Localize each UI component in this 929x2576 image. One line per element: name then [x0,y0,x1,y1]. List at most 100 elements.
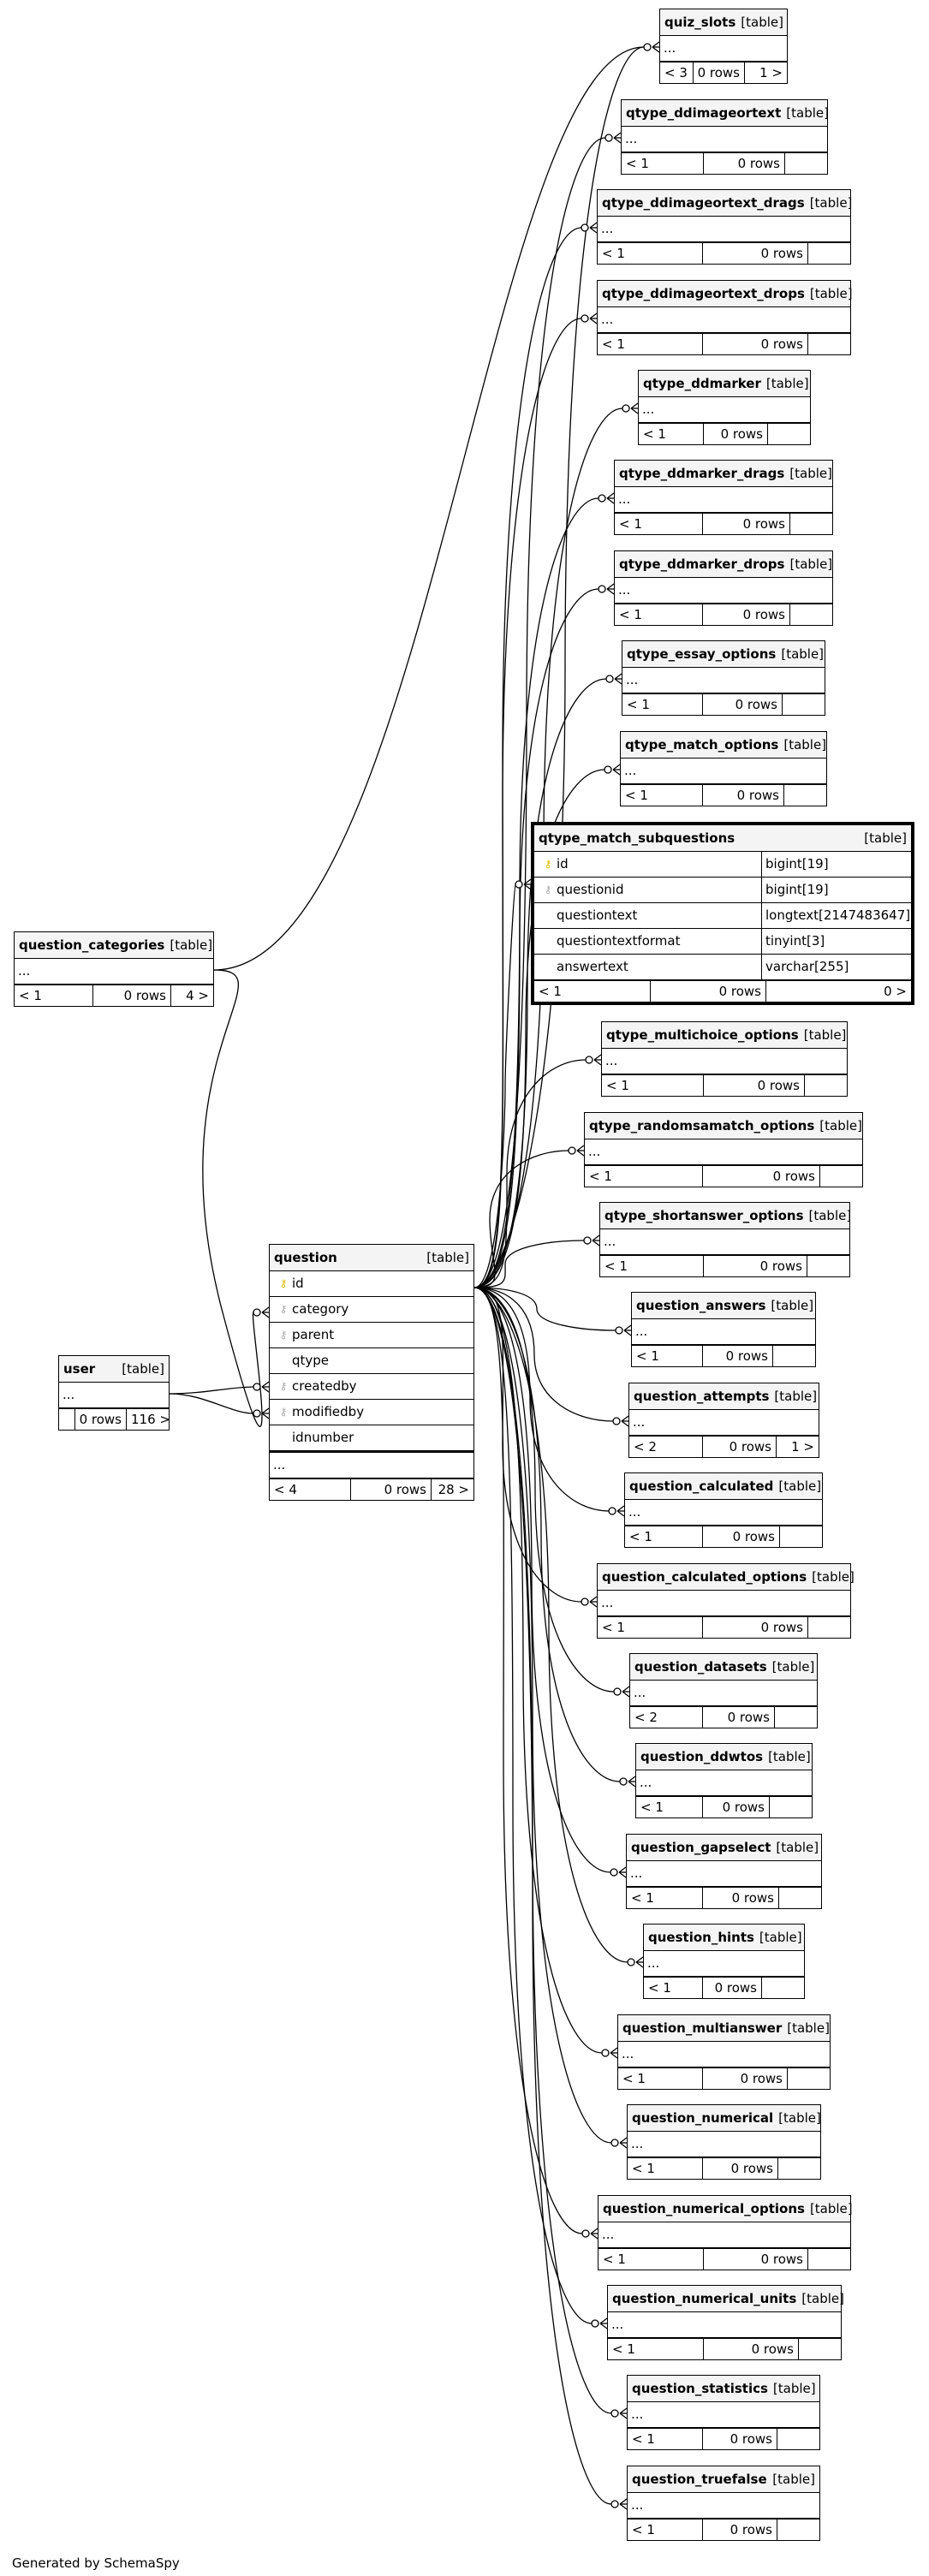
children-count[interactable]: 28 > [431,1479,473,1500]
children-count[interactable] [784,153,827,174]
ellipsis-row[interactable]: ... [639,397,810,423]
children-count[interactable] [778,1888,821,1908]
ellipsis-row[interactable]: ... [630,1681,817,1706]
ellipsis-row[interactable]: ... [621,759,826,784]
table-name[interactable]: qtype_ddmarker_drops [619,556,785,572]
table-name[interactable]: question_answers [636,1298,766,1313]
table-name[interactable]: question_multianswer [622,2020,783,2036]
children-count[interactable] [779,1526,822,1547]
children-count[interactable] [772,1346,815,1366]
parents-count[interactable]: < 1 [612,2341,635,2357]
column-row-idnumber[interactable]: idnumber [270,1425,473,1451]
ellipsis-row[interactable]: ... [628,2402,819,2428]
ellipsis-row[interactable]: ... [598,217,850,242]
ellipsis-row[interactable]: ... [608,2312,841,2338]
ellipsis-row[interactable]: ... [628,2493,819,2519]
ellipsis-row[interactable]: ... [644,1951,804,1977]
parents-count[interactable]: < 1 [632,2522,655,2537]
table-name[interactable]: qtype_match_subquestions [539,830,735,846]
children-count[interactable] [789,604,832,625]
parents-count[interactable]: < 1 [643,426,666,442]
children-count[interactable] [807,1256,849,1276]
table-name[interactable]: qtype_ddimageortext_drops [602,286,805,301]
ellipsis-row[interactable]: ... [59,1383,169,1408]
children-count[interactable] [807,1617,850,1638]
children-count[interactable] [807,2249,850,2270]
ellipsis-row[interactable]: ... [598,307,850,333]
parents-count[interactable]: < 1 [602,336,625,352]
children-count[interactable] [804,1075,847,1096]
ellipsis-row[interactable]: ... [632,1319,815,1345]
table-name[interactable]: question [274,1250,337,1265]
children-count[interactable] [789,514,832,534]
parents-count[interactable]: < 1 [602,246,625,261]
column-row-qtype[interactable]: qtype [270,1348,473,1374]
ellipsis-row[interactable]: ... [602,1049,847,1074]
parents-count[interactable]: < 1 [627,697,650,712]
parents-count[interactable]: < 1 [632,2161,655,2176]
table-name[interactable]: qtype_ddmarker_drags [619,466,785,481]
children-count[interactable]: 1 > [776,1437,819,1457]
children-count[interactable] [807,243,850,264]
children-count[interactable] [807,334,850,354]
parents-count[interactable]: < 2 [634,1439,657,1455]
parents-count[interactable] [59,1409,74,1430]
ellipsis-row[interactable]: ... [627,1861,821,1887]
parents-count[interactable]: < 1 [19,988,42,1003]
ellipsis-row[interactable]: ... [600,1229,849,1255]
ellipsis-row[interactable]: ... [660,36,787,62]
table-name[interactable]: qtype_essay_options [627,646,777,662]
children-count[interactable]: 4 > [170,985,213,1006]
table-name[interactable]: quiz_slots [664,15,736,30]
parents-count[interactable]: < 4 [274,1482,297,1497]
children-count[interactable]: 116 > [126,1409,170,1430]
parents-count[interactable]: < 1 [629,1529,652,1544]
table-name[interactable]: qtype_ddimageortext [626,105,782,121]
table-name[interactable]: qtype_randomsamatch_options [589,1118,815,1133]
table-name[interactable]: question_calculated_options [602,1569,807,1585]
parents-count[interactable]: < 1 [625,788,648,803]
ellipsis-row[interactable]: ... [615,487,832,513]
table-name[interactable]: question_calculated [629,1478,774,1494]
children-count[interactable] [777,2519,819,2540]
table-name[interactable]: question_numerical_options [603,2201,805,2216]
table-name[interactable]: qtype_ddmarker [643,376,761,391]
ellipsis-row[interactable]: ... [636,1770,812,1796]
table-name[interactable]: question_datasets [634,1659,767,1675]
parents-count[interactable]: < 1 [622,2071,646,2086]
children-count[interactable] [761,1978,804,1998]
table-name[interactable]: question_statistics [632,2381,768,2396]
children-count[interactable] [787,2068,830,2089]
parents-count[interactable]: < 1 [602,1620,625,1635]
parents-count[interactable]: < 1 [603,2252,626,2267]
ellipsis-row[interactable]: ... [15,959,213,985]
ellipsis-row[interactable]: ... [625,1500,822,1526]
table-name[interactable]: question_ddwtos [640,1749,764,1764]
children-count[interactable] [782,694,825,715]
children-count[interactable] [777,2158,820,2179]
children-count[interactable] [783,785,826,806]
table-name[interactable]: question_categories [19,937,165,953]
table-name[interactable]: qtype_shortanswer_options [604,1208,804,1223]
parents-count[interactable]: < 3 [664,65,688,80]
parents-count[interactable]: < 2 [634,1710,658,1725]
table-name[interactable]: question_numerical [632,2110,774,2126]
parents-count[interactable]: < 1 [539,984,562,999]
children-count[interactable] [769,1797,812,1817]
column-row-modifiedby[interactable]: ⚷modifiedby [270,1400,473,1425]
column-row-category[interactable]: ⚷category [270,1297,473,1323]
parents-count[interactable]: < 1 [619,516,642,532]
children-count[interactable] [777,2429,819,2449]
ellipsis-row[interactable]: ... [598,1591,850,1616]
parents-count[interactable]: < 1 [626,156,649,171]
parents-count[interactable]: < 1 [636,1348,659,1364]
ellipsis-row[interactable]: ... [628,2132,820,2157]
parents-count[interactable]: < 1 [604,1258,628,1274]
parents-count[interactable]: < 1 [640,1800,664,1815]
table-name[interactable]: question_gapselect [631,1840,771,1855]
